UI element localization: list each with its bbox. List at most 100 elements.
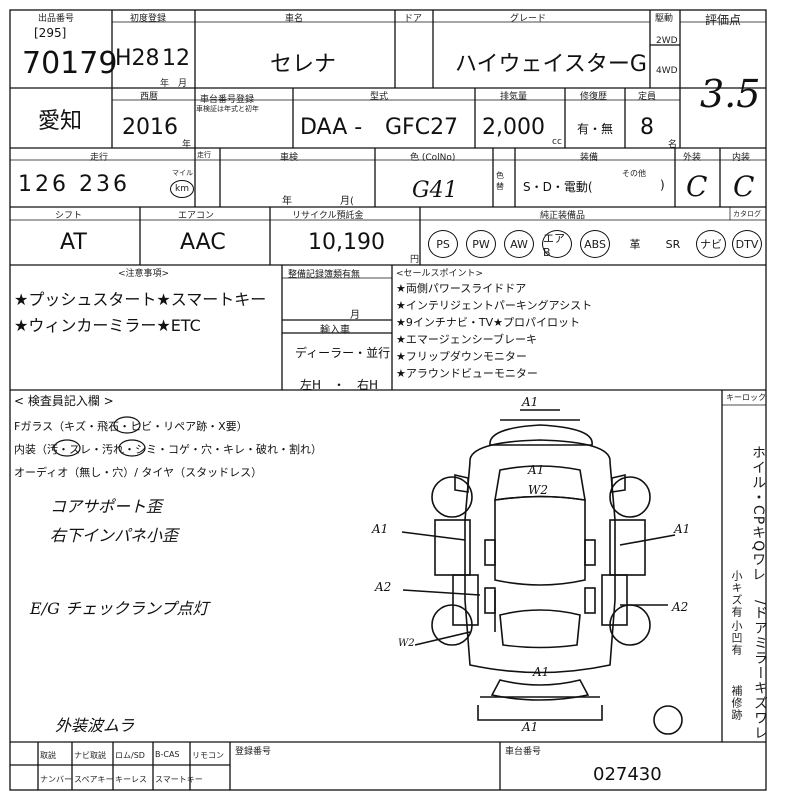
car-name: セレナ xyxy=(270,52,337,77)
right-note-5: 補修跡 xyxy=(730,685,743,721)
selling-label: <セールスポイント> xyxy=(396,269,484,279)
capacity-label: 定員 xyxy=(638,92,657,102)
mark-rear: A1 xyxy=(522,720,539,734)
recycle: 10,190 xyxy=(308,230,385,255)
repair-label: 修復歴 xyxy=(580,92,608,102)
selling-point-item: ★インテリジェントパーキングアシスト xyxy=(396,299,593,312)
hw-note-3: E/G チェックランプ点灯 xyxy=(30,599,209,618)
selling-point-item: ★両側パワースライドドア xyxy=(396,282,527,295)
mark-windshield: W2 xyxy=(528,483,548,497)
displacement-label: 排気量 xyxy=(500,92,528,102)
docs-title: 整備記録簿類有無 xyxy=(288,270,361,280)
first-reg-label: 初度登録 xyxy=(130,14,167,24)
chassis-number: 027430 xyxy=(593,764,662,785)
equipment-item: DTV xyxy=(732,230,762,258)
selling-point-item: ★9インチナビ・TV★プロパイロット xyxy=(396,316,580,329)
year-unit: 年 xyxy=(182,140,192,150)
footer-item: ロム/SD xyxy=(115,751,145,760)
mileage-unit-km: km xyxy=(170,180,194,198)
car-diagram xyxy=(401,409,683,735)
mark-rear-glass: A1 xyxy=(533,665,550,679)
mark-left-front: A1 xyxy=(372,522,389,536)
inspector-title: < 検査員記入欄 > xyxy=(14,394,114,408)
right-note-3: 小キズ有 xyxy=(730,570,743,618)
notes-line-1: ★プッシュスタート★スマートキー xyxy=(14,290,267,309)
model: GFC27 xyxy=(385,115,459,140)
right-note-1: ホイル・CPキQワレ xyxy=(750,445,766,583)
footer-item: B-CAS xyxy=(155,750,180,759)
drive-2wd: 2WD xyxy=(656,36,678,46)
equipment-item: 革 xyxy=(629,238,641,251)
inspector-interior: 内装（汚・スレ・汚れ・シミ・コゲ・穴・キレ・破れ・割れ） xyxy=(14,443,322,456)
caution-label: <注意事項> xyxy=(118,269,170,279)
footer-item: キーレス xyxy=(115,775,147,784)
color-code: G41 xyxy=(412,178,458,203)
footer-item: スペアキー xyxy=(74,775,114,784)
footer-item: スマートキー xyxy=(155,775,203,784)
equipment-label: 純正装備品 xyxy=(540,211,586,221)
selling-point-item: ★アラウンドビューモニター xyxy=(396,367,538,380)
ac: AAC xyxy=(180,230,226,255)
equipment-item: ナビ xyxy=(696,230,726,258)
year: 2016 xyxy=(122,115,178,140)
displacement-unit: cc xyxy=(552,137,562,147)
keylock-label: キーロック xyxy=(726,393,766,402)
equipment-item: ABS xyxy=(580,230,610,258)
mileage-unit-mile: マイル xyxy=(172,169,193,177)
dealer-import: ディーラー・並行 xyxy=(295,346,391,360)
mark-right-rear: A2 xyxy=(672,600,689,614)
equipment-item: PW xyxy=(466,230,496,258)
score: 3.5 xyxy=(700,72,761,116)
hw-note-1: コアサポート歪 xyxy=(50,497,163,516)
capacity-unit: 名 xyxy=(668,140,678,150)
mark-front: A1 xyxy=(522,395,539,409)
color-label: 色 (ColNo) xyxy=(410,153,456,163)
grade: ハイウェイスターG xyxy=(455,52,647,77)
mileage: 126 236 xyxy=(18,172,130,197)
notes-line-2: ★ウィンカーミラー★ETC xyxy=(14,316,201,335)
shift: AT xyxy=(60,230,87,255)
grade-label: グレード xyxy=(510,14,547,24)
docs-month: 月 xyxy=(350,310,360,321)
door-label: ドア xyxy=(404,14,423,24)
equip-close-paren: ) xyxy=(660,178,665,192)
recycle-unit: 円 xyxy=(410,255,420,265)
footer-item: ナンバー xyxy=(40,775,72,784)
inspector-glass: Fガラス（キズ・飛石・ヒビ・リペア跡・X要） xyxy=(14,420,248,433)
exterior-label: 外装 xyxy=(683,153,702,163)
equipment-item: SR xyxy=(665,237,681,251)
mark-hood: A1 xyxy=(528,463,545,477)
hw-note-2: 右下インパネ小歪 xyxy=(50,526,179,545)
first-reg-era: H28 xyxy=(115,46,160,71)
model-label: 型式 xyxy=(370,92,389,102)
mark-left-rear: A2 xyxy=(375,580,392,594)
lot-sub: [295] xyxy=(34,26,67,40)
other-label: その他 xyxy=(622,169,646,178)
equipment-item: AW xyxy=(504,230,534,258)
footer-item: ナビ取説 xyxy=(74,751,106,760)
reg-label: 登録番号 xyxy=(235,747,272,757)
equip-value: S・D・電動( xyxy=(523,180,593,194)
exterior-grade: C xyxy=(686,170,708,203)
displacement: 2,000 xyxy=(482,115,545,140)
ac-label: エアコン xyxy=(178,211,215,221)
mileage-label: 走行 xyxy=(90,153,109,163)
first-reg-month: 12 xyxy=(162,46,190,71)
selling-point-item: ★フリップダウンモニター xyxy=(396,350,527,363)
inspection-year-unit: 年 xyxy=(282,196,292,207)
inspection-month-unit: 月( xyxy=(340,196,354,207)
equip-label: 装備 xyxy=(580,153,599,163)
mark-left-wheel: W2 xyxy=(398,638,415,649)
right-note-2: /ドアミラーキズワレ xyxy=(752,600,768,741)
region: 愛知 xyxy=(38,109,83,134)
interior-grade: C xyxy=(733,170,755,203)
equipment-item: PS xyxy=(428,230,458,258)
car-name-label: 車名 xyxy=(285,14,304,24)
catalog-label: カタログ xyxy=(733,210,761,218)
handle-side: 左H ・ 右H xyxy=(300,378,379,392)
mark-right-front: A1 xyxy=(674,522,691,536)
footer-item: 取説 xyxy=(40,751,56,760)
capacity: 8 xyxy=(640,115,654,140)
